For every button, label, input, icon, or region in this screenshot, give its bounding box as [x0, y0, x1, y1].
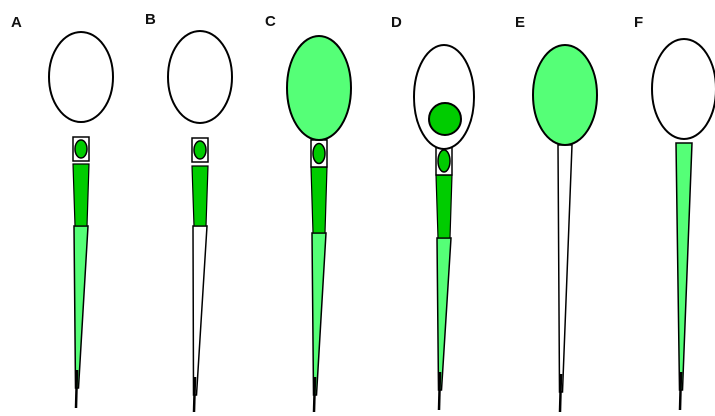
tail-end-d [439, 372, 440, 410]
midpiece-b [192, 166, 208, 226]
head-b [168, 31, 232, 123]
tail-end-e [560, 374, 561, 412]
nucleus-d [429, 103, 461, 135]
neck-dot-a [75, 140, 87, 158]
head-e [533, 45, 597, 145]
neck-dot-b [194, 141, 206, 159]
tail-d [437, 238, 451, 390]
tail-end-a [76, 370, 77, 408]
tail-e [558, 145, 572, 392]
head-c [287, 36, 351, 140]
tail-b [193, 226, 207, 395]
head-a [49, 32, 113, 122]
head-f [652, 39, 715, 139]
tail-f [676, 143, 692, 390]
sperm-cell-d [414, 45, 474, 410]
sperm-cell-c [287, 36, 351, 412]
sperm-cell-e [533, 45, 597, 412]
sperm-cell-b [168, 31, 232, 412]
tail-end-b [194, 377, 195, 412]
midpiece-a [73, 164, 89, 226]
tail-end-f [680, 372, 681, 410]
tail-end-c [314, 377, 315, 412]
midpiece-c [311, 167, 327, 233]
tail-a [74, 226, 88, 388]
midpiece-d [436, 175, 452, 238]
neck-dot-c [313, 144, 325, 164]
tail-c [312, 233, 326, 395]
sperm-cell-f [652, 39, 715, 410]
sperm-cell-a [49, 32, 113, 408]
neck-dot-d [438, 150, 450, 172]
